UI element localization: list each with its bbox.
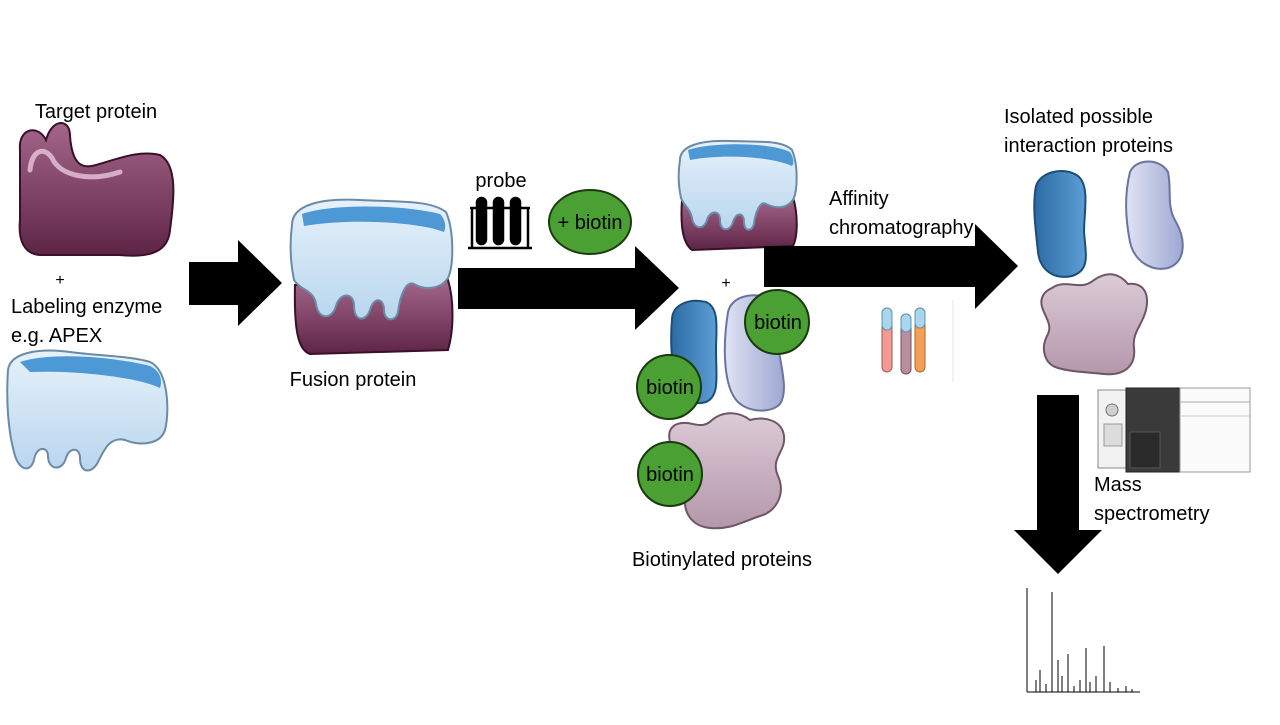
isolated-blue-protein bbox=[1033, 170, 1087, 278]
isolated-mauve-protein bbox=[1040, 273, 1148, 376]
plus-biotin-label: + biotin bbox=[557, 212, 622, 234]
biotin-circle bbox=[636, 354, 702, 420]
mass-spectrometer-icon bbox=[1097, 387, 1251, 473]
affinity-chromatography-label: Affinity bbox=[829, 188, 889, 210]
labeling-enzyme-example-label: e.g. APEX bbox=[11, 325, 102, 347]
biotin-label: biotin bbox=[646, 377, 694, 399]
plus-sign-label: + bbox=[55, 272, 64, 289]
chromatography-columns-icon bbox=[881, 300, 954, 382]
isolated-proteins-label: Isolated possible bbox=[1004, 106, 1153, 128]
plus-biotin-circle bbox=[548, 189, 632, 255]
arrow-2 bbox=[458, 246, 679, 330]
arrow-3 bbox=[764, 224, 1018, 309]
isolated-proteins-label-2: interaction proteins bbox=[1004, 135, 1173, 157]
biotinylated-fusion-protein-shape bbox=[677, 139, 798, 252]
plus-sign-label: + bbox=[721, 275, 730, 292]
affinity-chromatography-label-2: chromatography bbox=[829, 217, 974, 239]
target-protein-shape bbox=[18, 122, 175, 257]
labeling-enzyme-shape bbox=[6, 349, 169, 472]
mass-spectrum-plot bbox=[1026, 588, 1140, 693]
labeling-enzyme-label: Labeling enzyme bbox=[11, 296, 162, 318]
fusion-protein-shape bbox=[289, 198, 454, 356]
arrow-1 bbox=[189, 240, 282, 326]
biotin-label: biotin bbox=[646, 464, 694, 486]
target-protein-label: Target protein bbox=[35, 101, 157, 123]
arrow-4 bbox=[1014, 395, 1102, 574]
biotin-label: biotin bbox=[754, 312, 802, 334]
biotinylated-proteins-label: Biotinylated proteins bbox=[632, 549, 812, 571]
biotin-circle bbox=[744, 289, 810, 355]
fusion-protein-label: Fusion protein bbox=[290, 369, 417, 391]
probe-label: probe bbox=[475, 170, 526, 192]
mass-spectrometry-label-2: spectrometry bbox=[1094, 503, 1210, 525]
biotin-circle bbox=[637, 441, 703, 507]
probe-tubes-icon bbox=[468, 196, 532, 250]
mass-spectrometry-label: Mass bbox=[1094, 474, 1142, 496]
isolated-lavender-protein bbox=[1125, 160, 1184, 270]
